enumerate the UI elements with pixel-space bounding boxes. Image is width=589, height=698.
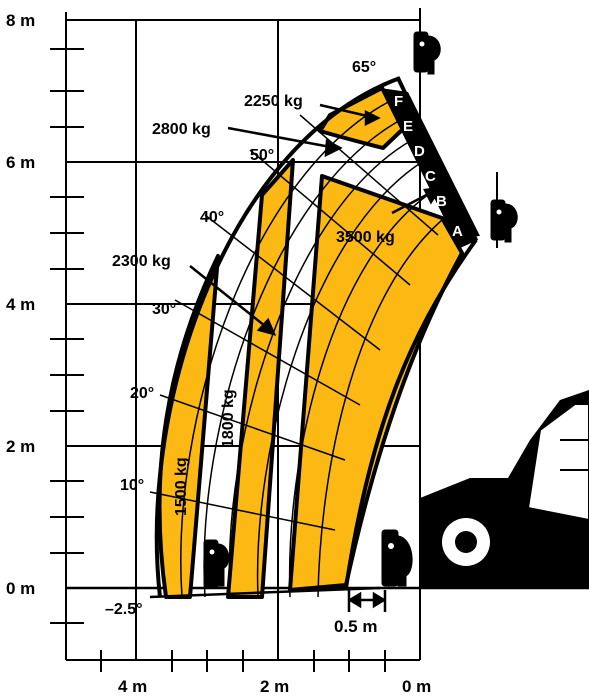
angle-50: 50° <box>250 147 274 164</box>
angle-minus-2-5: –2.5° <box>105 601 143 618</box>
y-axis-labels: 8 m 6 m 4 m 2 m 0 m <box>6 11 35 598</box>
load-3500kg: 3500 kg <box>336 229 395 246</box>
x-axis-labels: 4 m 2 m 0 m <box>118 677 431 696</box>
x-label-4m: 4 m <box>118 677 147 696</box>
angle-labels: 65° 50° 40° 30° 20° 10° –2.5° <box>105 59 376 618</box>
extension-label-d: D <box>414 143 425 160</box>
y-label-8m: 8 m <box>6 11 35 30</box>
fork-carriage-icon <box>203 8 518 589</box>
load-zones <box>157 86 464 599</box>
extension-label-a: A <box>452 223 463 240</box>
extension-label-e: E <box>403 118 413 135</box>
leader-lines <box>189 103 443 336</box>
angle-20: 20° <box>130 385 154 402</box>
load-2300kg: 2300 kg <box>112 253 171 270</box>
extension-band <box>380 88 480 248</box>
telehandler-icon <box>420 390 589 588</box>
angle-30: 30° <box>152 301 176 318</box>
y-label-0m: 0 m <box>6 579 35 598</box>
x-label-0m: 0 m <box>402 677 431 696</box>
spacing-marker <box>347 590 387 612</box>
y-label-4m: 4 m <box>6 295 35 314</box>
spacing-label: 0.5 m <box>334 617 377 636</box>
y-label-2m: 2 m <box>6 437 35 456</box>
y-label-6m: 6 m <box>6 153 35 172</box>
x-label-2m: 2 m <box>260 677 289 696</box>
extension-label-b: B <box>436 193 447 210</box>
load-labels: 2250 kg 2800 kg 3500 kg 2300 kg 1800 kg … <box>112 93 395 516</box>
zone-1800kg <box>226 158 295 599</box>
angle-10: 10° <box>120 477 144 494</box>
load-2250kg: 2250 kg <box>244 93 303 110</box>
angle-65: 65° <box>352 59 376 76</box>
load-1500kg: 1500 kg <box>173 457 190 516</box>
extension-label-c: C <box>425 168 436 185</box>
angle-40: 40° <box>200 209 224 226</box>
load-1800kg: 1800 kg <box>220 389 237 448</box>
load-2800kg: 2800 kg <box>152 121 211 138</box>
extension-label-f: F <box>394 93 403 110</box>
extension-labels: F E D C B A <box>394 93 463 240</box>
